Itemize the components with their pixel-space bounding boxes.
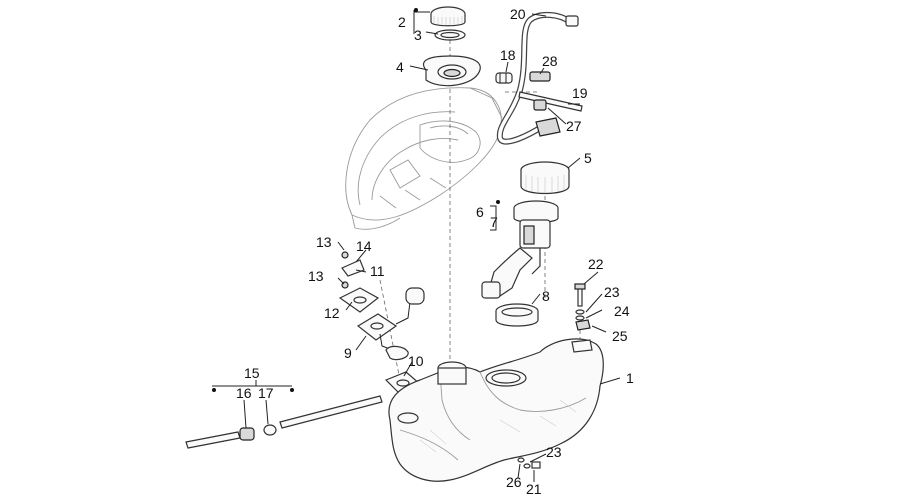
callout-4: 4 (396, 59, 404, 75)
bolt-set-upper (574, 283, 591, 331)
callout-6: 6 (476, 204, 484, 220)
callout-24: 24 (614, 303, 630, 319)
callout-11: 11 (370, 263, 385, 279)
fuel-tank (388, 338, 604, 482)
callout-3: 3 (414, 27, 422, 43)
callout-26: 26 (506, 474, 522, 490)
hose-clip-28 (529, 71, 551, 82)
callout-19: 19 (572, 85, 588, 101)
fuel-cap (430, 6, 466, 27)
callout-13a: 13 (316, 234, 332, 250)
breather-pipe-19 (518, 91, 583, 112)
pump-seal (495, 303, 539, 327)
callout-18: 18 (500, 47, 516, 63)
callout-10: 10 (408, 353, 424, 369)
callout-28: 28 (542, 53, 558, 69)
valve-27 (533, 99, 547, 111)
filler-rubber (422, 55, 481, 87)
callout-2: 2 (398, 14, 406, 30)
callout-8: 8 (542, 288, 550, 304)
hose-connector-18 (495, 72, 513, 84)
vehicle-body-outline (345, 87, 503, 230)
callout-5: 5 (584, 150, 592, 166)
pump-lock-ring (520, 161, 570, 195)
callout-1: 1 (626, 370, 634, 386)
callout-14: 14 (356, 238, 372, 254)
callout-27: 27 (566, 118, 582, 134)
callout-23b: 23 (546, 444, 562, 460)
callout-17: 17 (258, 385, 274, 401)
callout-25: 25 (612, 328, 628, 344)
cap-gasket (434, 29, 466, 41)
breather-hose (496, 12, 579, 145)
callout-labels: 2 3 4 20 18 28 19 27 5 6 7 8 22 23 24 25… (236, 6, 634, 496)
callout-21: 21 (526, 481, 542, 496)
callout-12: 12 (324, 305, 340, 321)
bolt-set-lower (517, 457, 541, 469)
callout-22: 22 (588, 256, 604, 272)
fuel-pump (481, 200, 559, 299)
sender-gasket (384, 371, 422, 395)
callout-20: 20 (510, 6, 526, 22)
level-sender-group (338, 251, 425, 361)
leader-lines (212, 8, 621, 482)
callout-16: 16 (236, 385, 252, 401)
callout-13b: 13 (308, 268, 324, 284)
callout-23a: 23 (604, 284, 620, 300)
drain-hose-assembly (185, 395, 383, 449)
callout-15: 15 (244, 365, 260, 381)
callout-9: 9 (344, 345, 352, 361)
callout-7: 7 (490, 214, 498, 230)
